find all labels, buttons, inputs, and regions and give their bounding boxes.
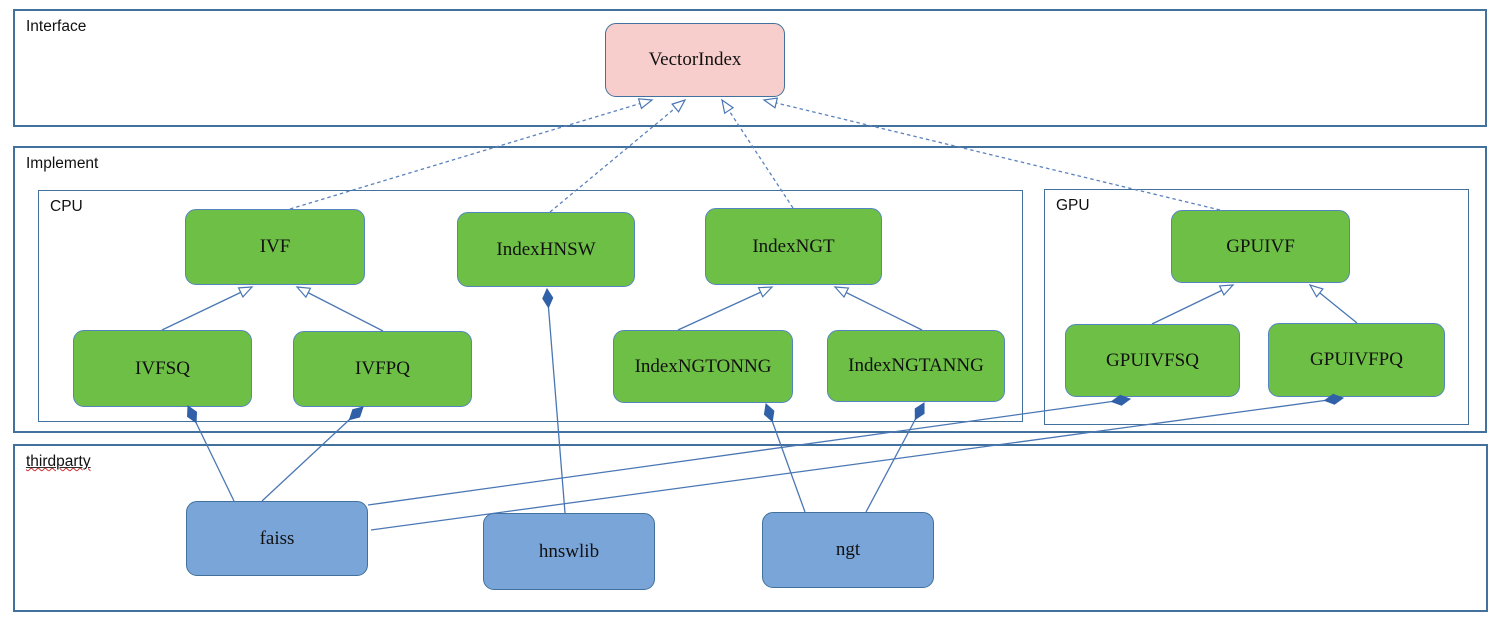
node-gpuivfpq: GPUIVFPQ bbox=[1268, 323, 1445, 397]
node-ngt: ngt bbox=[762, 512, 934, 588]
node-faiss-label: faiss bbox=[259, 527, 295, 549]
node-indexngtonng: IndexNGTONNG bbox=[613, 330, 793, 403]
container-thirdparty-label: thirdparty bbox=[26, 453, 91, 471]
container-implement-label: Implement bbox=[26, 155, 99, 172]
node-vectorindex-label: VectorIndex bbox=[648, 49, 742, 70]
container-cpu-label: CPU bbox=[50, 198, 83, 215]
node-faiss: faiss bbox=[186, 501, 368, 576]
node-gpuivfsq: GPUIVFSQ bbox=[1065, 324, 1240, 397]
node-indexngt-label: IndexNGT bbox=[752, 235, 835, 257]
node-indexngtanng-label: IndexNGTANNG bbox=[848, 355, 984, 376]
node-ivf-label: IVF bbox=[259, 236, 291, 257]
node-vectorindex: VectorIndex bbox=[605, 23, 785, 97]
node-gpuivfpq-label: GPUIVFPQ bbox=[1310, 349, 1403, 370]
container-interface-label: Interface bbox=[26, 18, 87, 35]
node-indexhnsw: IndexHNSW bbox=[457, 212, 635, 287]
node-gpuivfsq-label: GPUIVFSQ bbox=[1106, 349, 1199, 371]
node-hnswlib: hnswlib bbox=[483, 513, 655, 590]
node-indexngt: IndexNGT bbox=[705, 208, 882, 285]
node-ivfpq-label: IVFPQ bbox=[355, 358, 410, 379]
node-ivf: IVF bbox=[185, 209, 365, 285]
node-hnswlib-label: hnswlib bbox=[538, 540, 600, 562]
node-ivfsq-label: IVFSQ bbox=[135, 357, 190, 379]
node-indexngtanng: IndexNGTANNG bbox=[827, 330, 1005, 402]
container-gpu-label: GPU bbox=[1056, 197, 1090, 214]
node-indexngtonng-label: IndexNGTONNG bbox=[634, 355, 772, 377]
node-gpuivf-label: GPUIVF bbox=[1226, 235, 1295, 257]
node-ivfpq: IVFPQ bbox=[293, 331, 472, 407]
container-thirdparty-label-text: thirdparty bbox=[26, 453, 91, 470]
node-ivfsq: IVFSQ bbox=[73, 330, 252, 407]
node-indexhnsw-label: IndexHNSW bbox=[496, 238, 596, 260]
node-gpuivf: GPUIVF bbox=[1171, 210, 1350, 283]
node-ngt-label: ngt bbox=[835, 539, 861, 560]
